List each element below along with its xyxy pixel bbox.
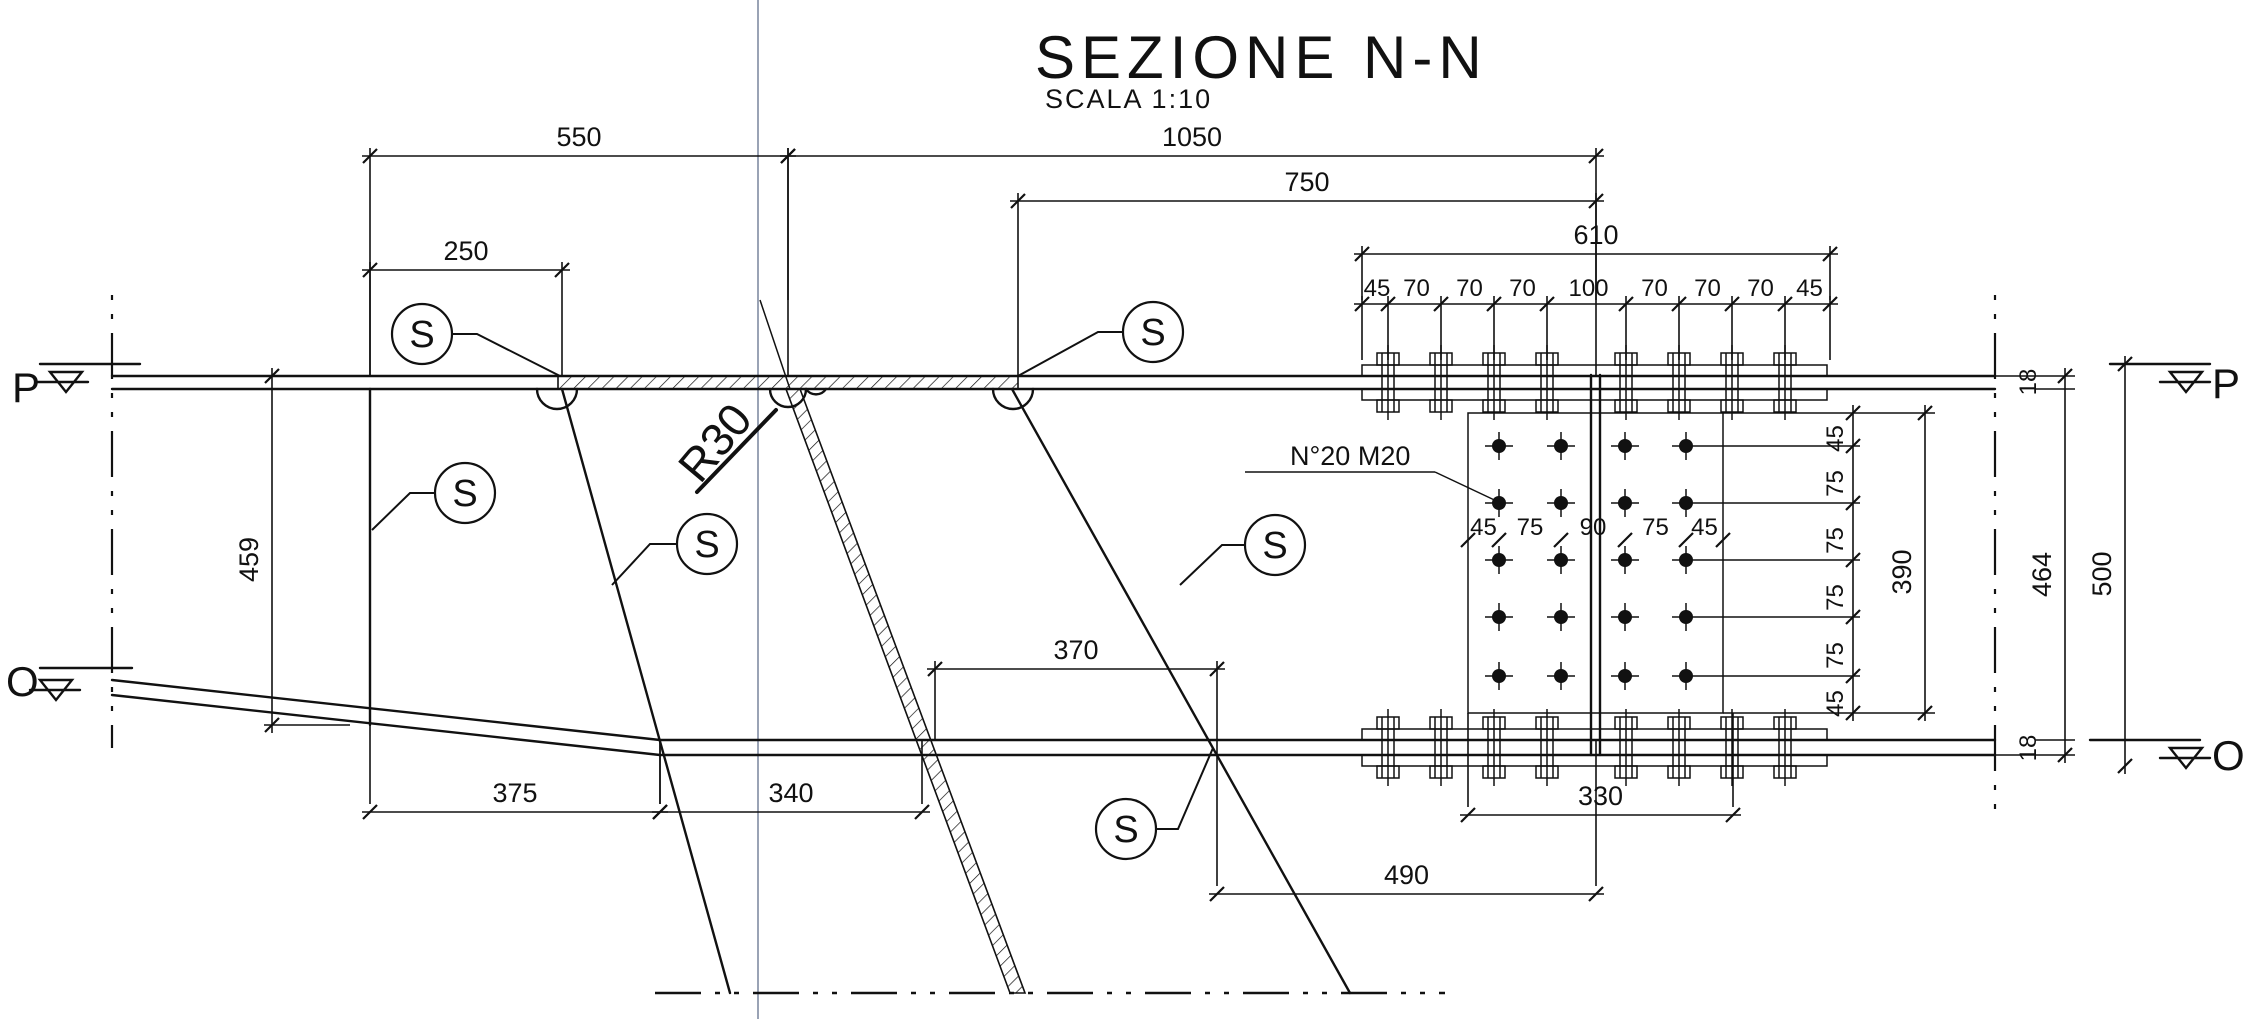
weld-symbol: S [1017,300,1185,377]
diagonal-plate [784,388,1027,994]
weld-symbol-label: S [1262,525,1287,567]
scallops [535,387,1035,411]
bolts-note: N°20 M20 [1290,441,1410,471]
flange-pitch-label: 70 [1456,275,1483,302]
web-bolt [1672,489,1700,517]
top-flange [110,374,1997,391]
plate-pitch-label: 90 [1580,514,1607,541]
svg-text:P: P [12,364,40,411]
undefined: 330 [1578,781,1623,811]
drawing-scale: SCALA 1:10 [1045,84,1212,114]
vertical-pitch-label: 75 [1822,642,1849,669]
flange-pitch-label: 100 [1568,275,1608,302]
dim-464: 464 [2027,552,2057,597]
vertical-pitch-label: 75 [1822,527,1849,554]
web-bolt [1485,662,1513,690]
flange-pitch-label: 45 [1796,275,1823,302]
bottom-flange [110,678,1997,757]
stiffeners [368,299,1352,995]
drawing-title: SEZIONE N-N [1035,24,1488,91]
weld-symbol: S [371,461,497,531]
section-mark-o-left: O [6,658,134,705]
flange-bolt-bottom [1773,709,1797,786]
web-bolt [1672,603,1700,631]
weld-symbol-label: S [452,473,477,515]
undefined: 250 [443,236,488,266]
flange-pitch-label: 70 [1694,275,1721,302]
web-bolt [1611,432,1639,460]
undefined: 750 [1284,167,1329,197]
flange-bolt-bottom [1614,709,1638,786]
flange-pitch-label: 45 [1364,275,1391,302]
dim-500: 500 [2087,551,2117,596]
flange-bolt-bottom [1667,709,1691,786]
weld-symbol-label: S [1113,809,1138,851]
r30-label: R30 [668,393,762,491]
plate-pitch-label: 75 [1517,514,1544,541]
undefined: 490 [1384,860,1429,890]
flange-bolt-bottom [1376,709,1400,786]
plate-pitch-label: 75 [1642,514,1669,541]
plate-pitch-label: 45 [1691,514,1718,541]
weld-symbol: S [390,302,561,377]
dim-390: 390 [1887,549,1917,594]
vertical-pitch-label: 45 [1822,425,1849,452]
plate-pitch-label: 45 [1470,514,1497,541]
section-mark-p-right: P [2108,360,2240,407]
web-bolt [1485,432,1513,460]
flange-bolt-bottom [1535,709,1559,786]
vertical-pitch-label: 75 [1822,470,1849,497]
web-bolt [1672,662,1700,690]
dim-459: 459 [234,537,264,582]
bottom-splice [1361,728,1828,767]
weld-symbol: S [611,512,739,586]
web-bolt [1611,662,1639,690]
web-bolt [1485,546,1513,574]
undefined: 1050 [1162,122,1222,152]
web-bolt [1547,662,1575,690]
undefined: 370 [1053,635,1098,665]
svg-text:O: O [2212,732,2245,779]
undefined: 610 [1573,220,1618,250]
flange-bolt-bottom [1720,709,1744,786]
weld-symbol: S [1179,513,1307,586]
flange-pitch-label: 70 [1509,275,1536,302]
weld-symbol-label: S [409,314,434,356]
svg-text:O: O [6,658,39,705]
web-bolt [1547,603,1575,631]
web-bolt [1485,603,1513,631]
flange-pitch-label: 70 [1747,275,1774,302]
web-bolt [1547,432,1575,460]
web-bolts [1485,432,1860,690]
web-bolt [1672,546,1700,574]
web-bolt [1547,489,1575,517]
web-bolt [1547,546,1575,574]
web-splice [1467,373,1724,757]
flange-bolt-bottom [1429,709,1453,786]
undefined: 340 [768,778,813,808]
flange-pitch-label: 70 [1403,275,1430,302]
dimensions: 550 1050 750 610 250 375 340 370 490 330 45 70 70 70 1… [234,122,2133,902]
undefined: 375 [492,778,537,808]
r30-leader [695,408,778,494]
web-bolt [1611,489,1639,517]
weld-symbol-label: S [1140,312,1165,354]
weld-symbols: S S S S S S [371,300,1307,861]
web-bolt [1611,546,1639,574]
web-bolt [1611,603,1639,631]
vertical-pitch-label: 75 [1822,584,1849,611]
section-mark-o-right: O [2088,732,2245,779]
top-splice [1361,364,1828,401]
web-bolt [1672,432,1700,460]
weld-symbol: S [1094,747,1214,861]
dim-18-top: 18 [2015,369,2042,396]
dim-18-bottom: 18 [2015,735,2042,762]
flange-pitch-label: 70 [1641,275,1668,302]
undefined: 550 [556,122,601,152]
section-mark-p-left: P [12,362,142,411]
weld-symbol-label: S [694,524,719,566]
flange-bolt-bottom [1482,709,1506,786]
svg-text:P: P [2212,360,2240,407]
